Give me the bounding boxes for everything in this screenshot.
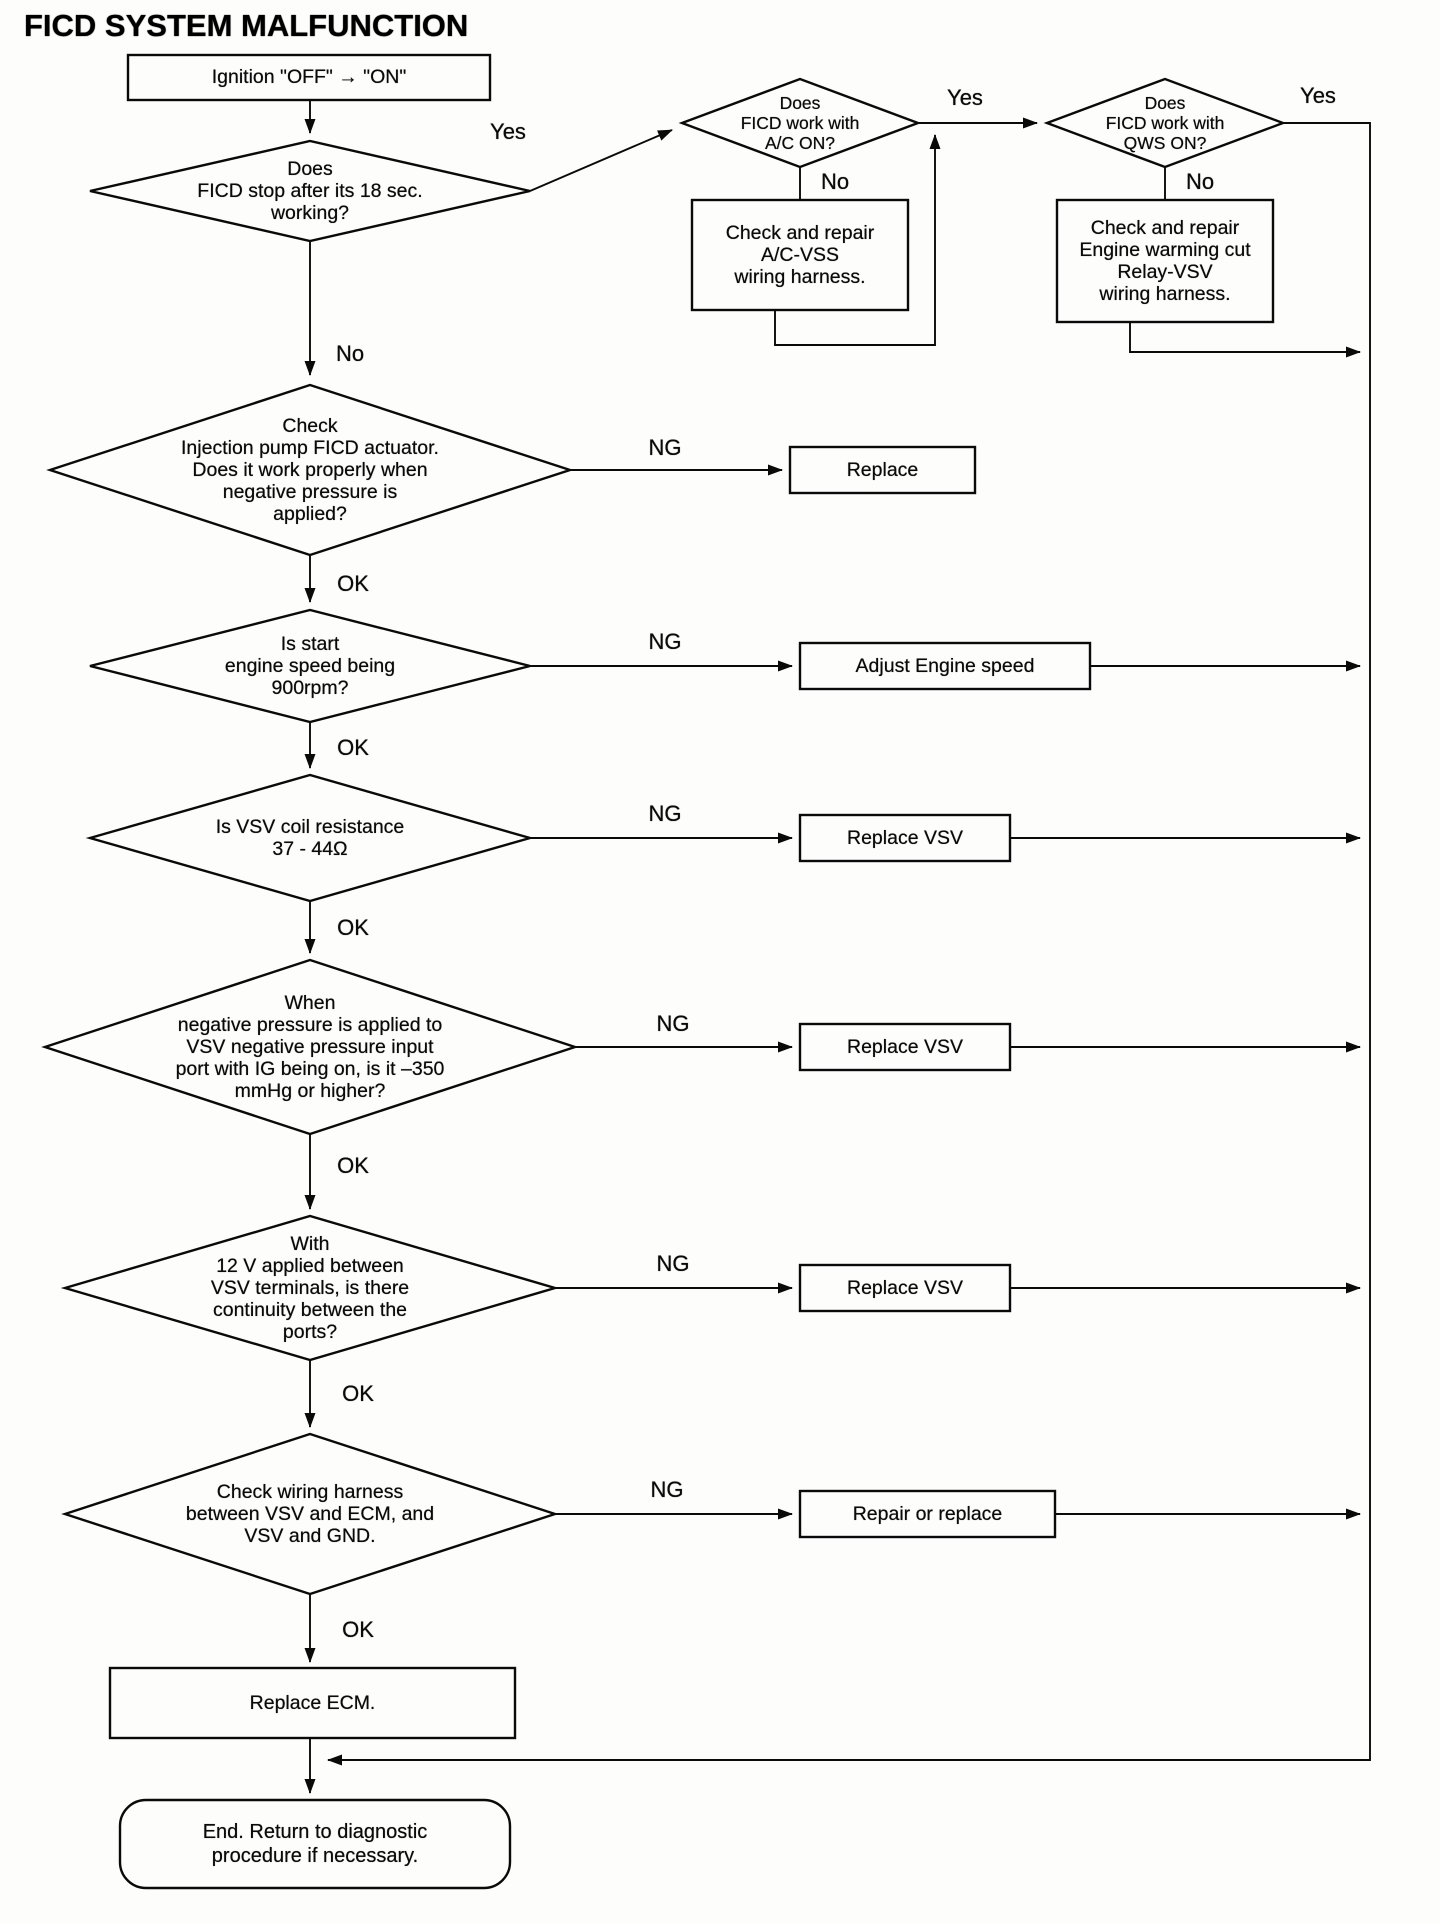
replace-box-shape — [788, 445, 977, 495]
diamond-ac-shape — [678, 77, 922, 169]
edge-label-ng-1: NG — [648, 435, 682, 460]
edge-label-ok-1: OK — [337, 571, 369, 596]
repair-replace-box-shape — [798, 1489, 1057, 1539]
diamond-stop18-label: Does FICD stop after its 18 sec. working… — [197, 158, 423, 224]
replace-ecm-box-label: Replace ECM. — [249, 1692, 376, 1714]
edge-label-yes-3: Yes — [1300, 83, 1336, 108]
edge-label-ok-3: OK — [337, 915, 369, 940]
edge-label-ok-4: OK — [337, 1153, 369, 1178]
edge-label-no-qws: No — [1185, 169, 1215, 194]
replace-ecm-box-shape — [108, 1666, 517, 1740]
replace-vsv3-box-label: Replace VSV — [847, 1277, 963, 1299]
diamond-ac-label: Does FICD work with A/C ON? — [740, 93, 860, 153]
adjust-box-label: Adjust Engine speed — [855, 655, 1035, 677]
diamond-actuator-shape — [46, 383, 574, 557]
diamond-stop18-shape — [89, 139, 531, 243]
edge-label-ok-6: OK — [342, 1617, 374, 1642]
replace-box-label: Replace — [846, 459, 919, 481]
page-title: FICD SYSTEM MALFUNCTION — [24, 8, 469, 43]
qws-repair-box-shape — [1055, 198, 1275, 324]
diamond-coil-shape — [85, 773, 535, 903]
end-terminator-label: End. Return to diagnostic procedure if n… — [202, 1821, 428, 1867]
qws-repair-box-label: Check and repair Engine warming cut Rela… — [1079, 217, 1251, 305]
diamond-harness-label: Check wiring harness between VSV and ECM… — [185, 1481, 435, 1547]
edge-label-yes-2: Yes — [947, 85, 983, 110]
diamond-harness-shape — [61, 1432, 559, 1596]
replace-vsv2-box-label: Replace VSV — [847, 1036, 963, 1058]
edge-label-yes-1: Yes — [490, 119, 526, 144]
edge-return-ac-repair — [774, 134, 941, 346]
diamond-coil-label: Is VSV coil resistance 37 - 44Ω — [215, 816, 405, 860]
edge-label-ng-5: NG — [656, 1251, 690, 1276]
edge-label-no-stop18: No — [335, 341, 365, 366]
edge-label-ok-2: OK — [337, 735, 369, 760]
edge-label-no-ac: No — [820, 169, 850, 194]
edge-label-ng-2: NG — [648, 629, 682, 654]
edge-right-rail — [327, 122, 1371, 1766]
diamond-continuity-shape — [60, 1214, 560, 1362]
node-shapes — [41, 53, 1287, 1890]
diamond-rpm-shape — [89, 608, 531, 724]
diamond-pressure-label: When negative pressure is applied to VSV… — [175, 992, 445, 1102]
edge-return-qws-repair — [1129, 322, 1361, 358]
ac-repair-box-shape — [690, 198, 910, 312]
ac-repair-box-label: Check and repair A/C-VSS wiring harness. — [725, 222, 875, 288]
edge-label-ng-4: NG — [656, 1011, 690, 1036]
adjust-box-shape — [798, 641, 1092, 691]
edge-label-ok-5: OK — [342, 1381, 374, 1406]
repair-replace-box-label: Repair or replace — [852, 1503, 1003, 1525]
start-node-label: Ignition "OFF" → "ON" — [211, 66, 407, 88]
start-box-shape — [126, 53, 492, 102]
edge-yes-stop18-to-ac — [529, 129, 673, 192]
replace-vsv1-box-shape — [798, 813, 1012, 863]
replace-vsv1-box-label: Replace VSV — [847, 827, 963, 849]
diamond-qws-shape — [1043, 77, 1287, 169]
end-terminator-shape — [118, 1798, 512, 1890]
edge-label-ng-6: NG — [650, 1477, 684, 1502]
diamond-qws-label: Does FICD work with QWS ON? — [1105, 93, 1225, 153]
replace-vsv3-box-shape — [798, 1263, 1012, 1313]
diamond-rpm-label: Is start engine speed being 900rpm? — [224, 633, 396, 699]
diamond-pressure-shape — [41, 958, 579, 1136]
diamond-continuity-label: With 12 V applied between VSV terminals,… — [210, 1233, 410, 1343]
connectors — [304, 100, 1371, 1794]
replace-vsv2-box-shape — [798, 1022, 1012, 1072]
diamond-actuator-label: Check Injection pump FICD actuator. Does… — [181, 415, 439, 525]
edge-label-ng-3: NG — [648, 801, 682, 826]
